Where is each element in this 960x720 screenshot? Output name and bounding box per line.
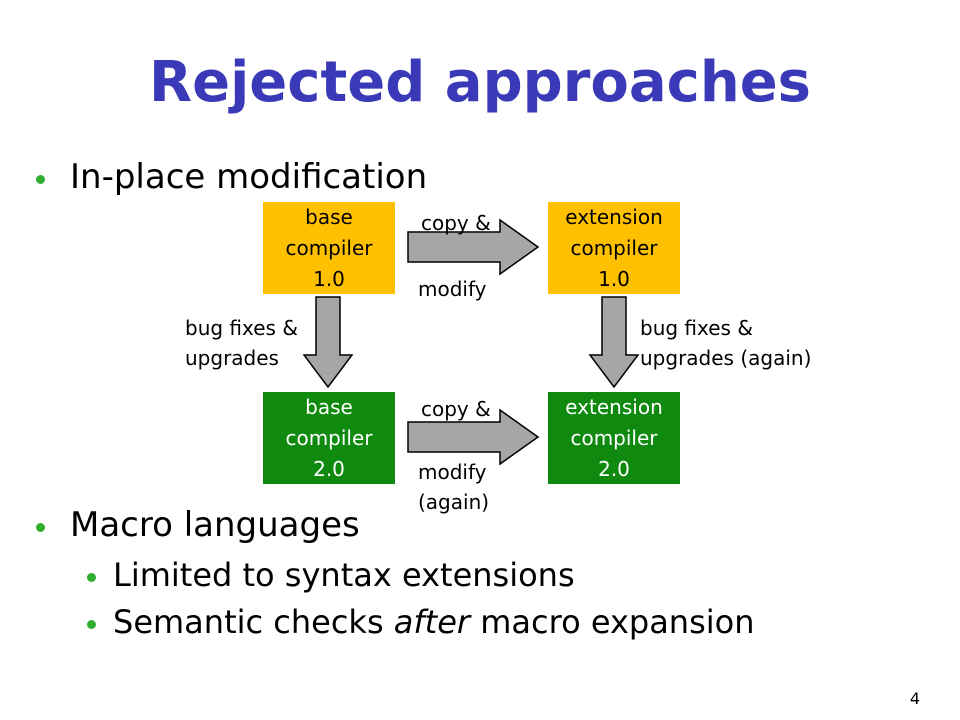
bullet-dot-icon <box>87 620 96 629</box>
bug-fixes-arrow-left-icon <box>302 296 354 389</box>
base-compiler-2-box: base compiler 2.0 <box>263 392 395 484</box>
bullet-in-place-modification: In-place modification <box>36 157 428 197</box>
subbullet-text-after: macro expansion <box>470 603 755 641</box>
extension-compiler-2-box: extension compiler 2.0 <box>548 392 680 484</box>
subbullet-text-emphasis: after <box>393 603 471 641</box>
bug-fixes-label-left: bug fixes & upgrades <box>185 316 298 370</box>
copy-modify-arrow-bottom-icon <box>407 408 540 466</box>
bullet-macro-languages: Macro languages <box>36 505 360 545</box>
extension-compiler-1-label: extension compiler 1.0 <box>565 204 663 291</box>
bullet-dot-icon <box>36 523 45 532</box>
copy-modify-arrow-top-icon <box>407 218 540 276</box>
subbullet-text: Limited to syntax extensions <box>113 556 575 594</box>
page-number: 4 <box>909 689 920 708</box>
copy-label-bottom: copy & <box>421 397 491 421</box>
base-compiler-1-label: base compiler 1.0 <box>285 204 373 291</box>
modify-label-bottom: modify (again) <box>418 460 490 514</box>
bullet-dot-icon <box>36 175 45 184</box>
copy-label-top: copy & <box>421 211 491 235</box>
extension-compiler-1-box: extension compiler 1.0 <box>548 202 680 294</box>
base-compiler-2-label: base compiler 2.0 <box>285 394 373 481</box>
bug-fixes-arrow-right-icon <box>588 296 640 389</box>
base-compiler-1-box: base compiler 1.0 <box>263 202 395 294</box>
modify-label-top: modify <box>418 277 487 301</box>
subbullet-text-before: Semantic checks <box>113 603 394 641</box>
extension-compiler-2-label: extension compiler 2.0 <box>565 394 663 481</box>
slide-title: Rejected approaches <box>148 50 812 115</box>
bullet-text: In-place modification <box>70 157 428 197</box>
subbullet-semantic-checks: Semantic checks after macro expansion <box>87 603 755 641</box>
subbullet-syntax-extensions: Limited to syntax extensions <box>87 556 575 594</box>
bug-fixes-label-right: bug fixes & upgrades (again) <box>640 316 812 370</box>
bullet-dot-icon <box>87 573 96 582</box>
bullet-text: Macro languages <box>70 505 360 545</box>
